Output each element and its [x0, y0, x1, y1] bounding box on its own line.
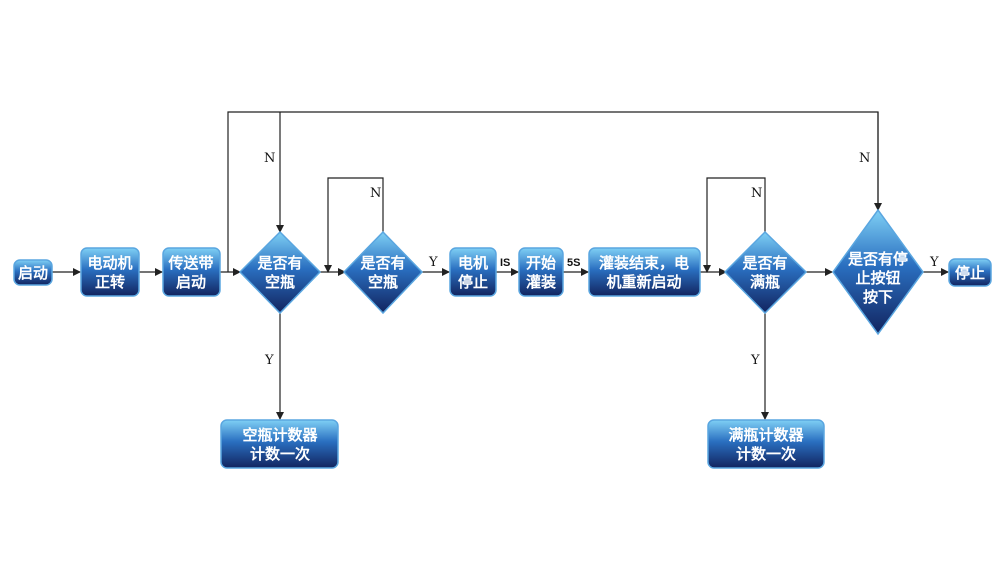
node-belt-start-line-1: 启动	[176, 273, 206, 291]
edge-full-loop	[703, 177, 766, 273]
decision-stop-button-line-2: 按下	[863, 288, 893, 306]
label-1s: IS	[500, 257, 510, 269]
node-empty-counter-line-1: 计数一次	[250, 445, 310, 463]
node-motor-stop-line-1: 停止	[458, 273, 488, 291]
node-motor-forward-line-0: 电动机	[87, 254, 132, 272]
node-fill-start-line-1: 灌装	[526, 273, 557, 291]
node-fill-start-line-0: 开始	[526, 254, 556, 272]
decision-stop-button: 是否有停 止按钮 按下	[832, 208, 924, 336]
decision-full-line-0: 是否有	[741, 254, 787, 272]
node-fill-end-line-0: 灌装结束，电	[599, 254, 689, 272]
label-n-top: N	[264, 151, 275, 166]
decision-full-line-1: 满瓶	[750, 273, 780, 291]
decision-empty-2-line-0: 是否有	[359, 254, 405, 272]
connectors	[52, 111, 949, 420]
node-belt-start-line-0: 传送带	[167, 254, 213, 272]
node-fill-end-line-1: 机重新启动	[606, 273, 681, 291]
decision-empty-2: 是否有 空瓶	[342, 230, 424, 315]
node-full-counter-line-0: 满瓶计数器	[728, 426, 804, 444]
decision-empty-2-line-1: 空瓶	[368, 273, 398, 291]
label-y-empty1: Y	[264, 353, 274, 368]
node-stop: 停止	[948, 258, 992, 287]
node-full-counter: 满瓶计数器 计数一次	[707, 419, 825, 469]
node-empty-counter-line-0: 空瓶计数器	[242, 426, 318, 444]
label-n-loop2: N	[751, 186, 762, 201]
label-y-empty2: Y	[428, 255, 438, 270]
label-y-stop: Y	[929, 255, 939, 270]
label-n-loop1: N	[370, 186, 381, 201]
decision-empty-1-line-0: 是否有	[256, 254, 302, 272]
node-fill-start: 开始 灌装	[518, 247, 564, 297]
node-start-line-0: 启动	[18, 264, 48, 282]
label-y-full: Y	[750, 353, 760, 368]
node-belt-start: 传送带 启动	[162, 247, 221, 297]
decision-stop-button-line-1: 止按钮	[855, 269, 900, 287]
node-fill-end: 灌装结束，电 机重新启动	[588, 247, 701, 297]
edge-labels: N N N N Y Y Y Y IS 5S	[264, 151, 939, 368]
edge-empty2-loop	[324, 177, 384, 273]
label-n-stop: N	[859, 151, 870, 166]
node-full-counter-line-1: 计数一次	[736, 445, 796, 463]
node-motor-forward-line-1: 正转	[95, 273, 125, 291]
decision-empty-1-line-1: 空瓶	[265, 273, 295, 291]
decision-empty-1: 是否有 空瓶	[238, 230, 322, 315]
node-stop-line-0: 停止	[955, 264, 985, 282]
node-motor-forward: 电动机 正转	[80, 247, 140, 297]
decision-full: 是否有 满瓶	[723, 230, 808, 315]
node-motor-stop: 电机 停止	[449, 247, 497, 297]
node-empty-counter: 空瓶计数器 计数一次	[220, 419, 339, 469]
label-5s: 5S	[567, 257, 580, 269]
node-motor-stop-line-0: 电机	[458, 254, 488, 272]
node-start: 启动	[13, 259, 53, 286]
decision-stop-button-line-0: 是否有停	[847, 250, 908, 268]
